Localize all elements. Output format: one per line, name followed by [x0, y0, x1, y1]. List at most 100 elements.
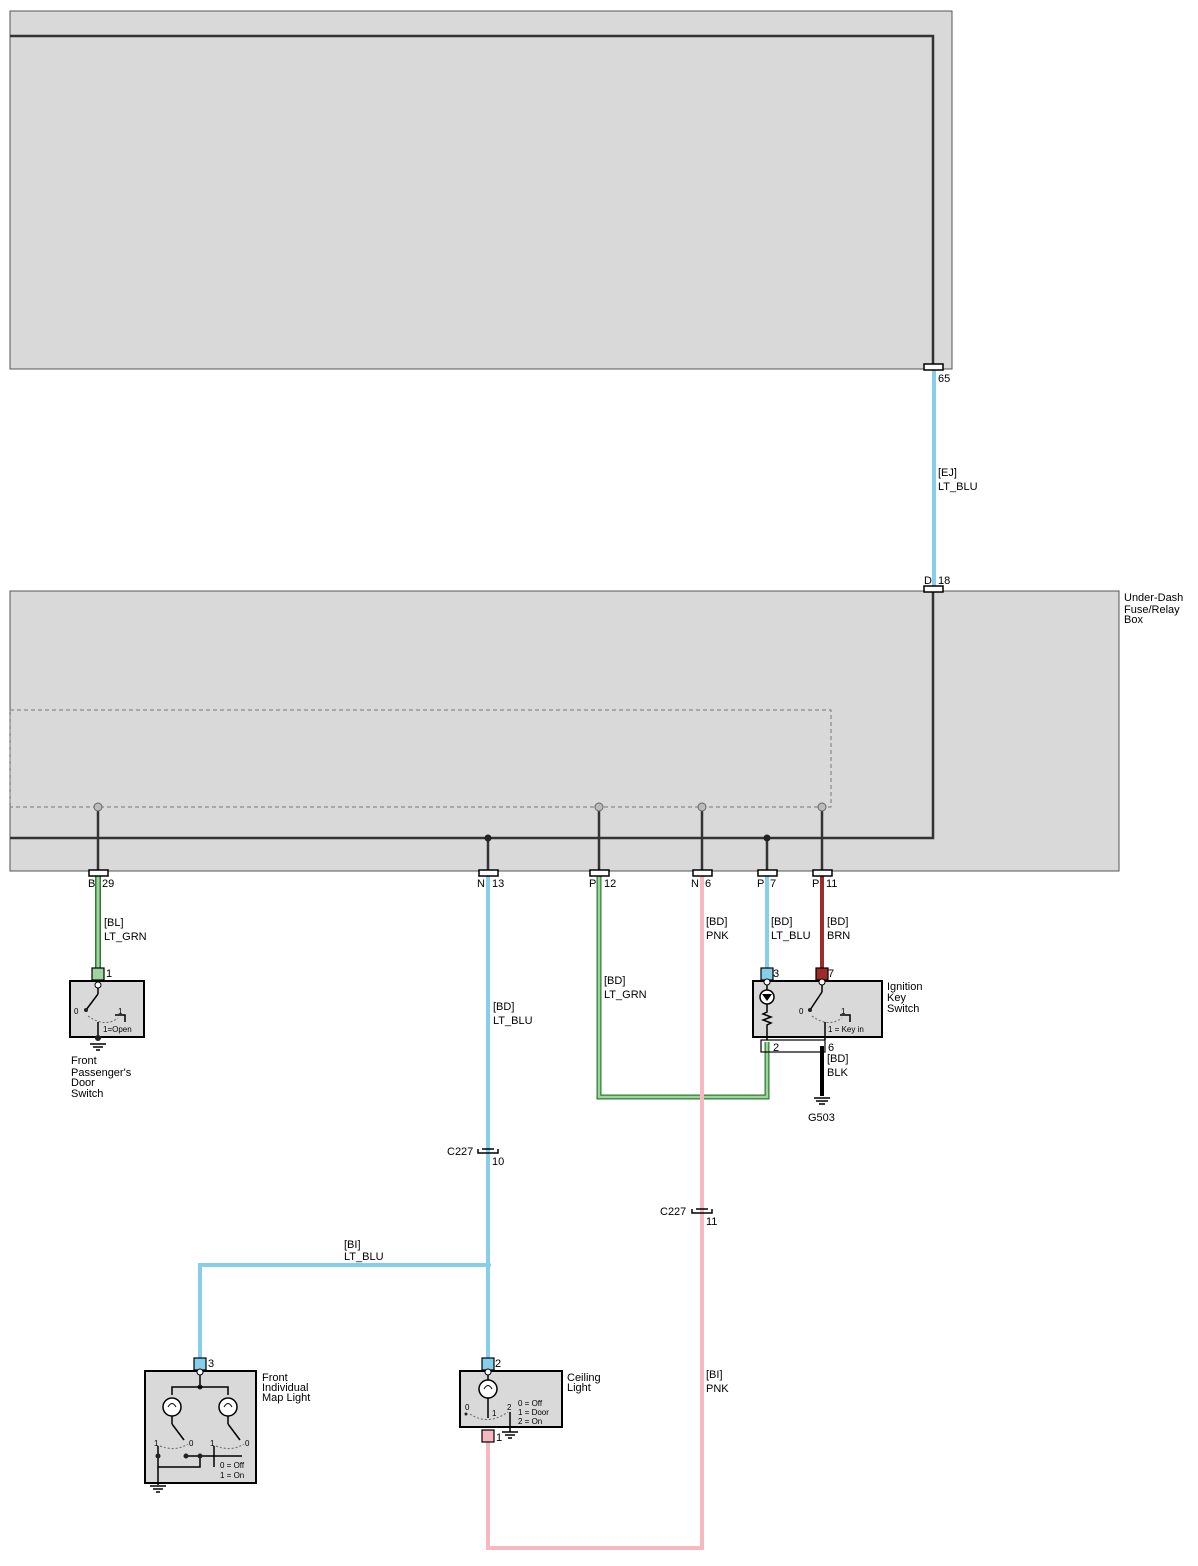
ground-g503-symbol [814, 1097, 830, 1105]
ign-name-l3: Switch [887, 1003, 919, 1015]
fuse-box-inner-section [9, 709, 832, 808]
map-light-name-l1: Front [262, 1372, 288, 1384]
junction-p7 [763, 834, 771, 842]
wire-bd-p7-code: [BD] [771, 916, 792, 928]
wire-bd-n6-code: [BD] [706, 916, 727, 928]
junction-n13 [484, 834, 492, 842]
splice-p11 [817, 802, 827, 812]
connector-p12 [589, 869, 610, 877]
connector-n6 [692, 869, 713, 877]
ceiling-pin1: 1 [496, 1432, 502, 1444]
c227-11-connector [691, 1208, 713, 1214]
ground-g503-label: G503 [808, 1112, 835, 1124]
conn-p11-label: P [812, 878, 819, 890]
ign-name: Ignition Key Switch [887, 981, 926, 1015]
map-light-legend0: 0 = Off [220, 1461, 245, 1470]
wire-bd-p12-code: [BD] [604, 975, 625, 987]
ceiling-legend2: 2 = On [518, 1417, 542, 1426]
c227-10-name: C227 [447, 1146, 473, 1158]
door-switch-pos1: 1 [118, 1007, 123, 1016]
ign-pin3: 3 [773, 968, 779, 980]
ceiling-pos1: 1 [492, 1409, 497, 1418]
pin-7-label: 7 [770, 878, 776, 890]
wire-bi-ltblu-color: LT_BLU [344, 1251, 384, 1263]
connector-n13 [478, 869, 499, 877]
wire-bi-pnk-code: [BI] [706, 1369, 723, 1381]
conn-n13-label: N [477, 878, 485, 890]
door-switch-name-l1: Front [71, 1055, 97, 1067]
conn-p7-label: P [757, 878, 764, 890]
map-light-pos0b: 0 [245, 1439, 250, 1448]
wire-bi-ltblu-code: [BI] [344, 1239, 361, 1251]
door-switch-pin: 1 [106, 968, 112, 980]
fuse-box-name-l1: Under-Dash [1124, 592, 1183, 604]
ceiling-pin2: 2 [495, 1358, 501, 1370]
wire-bd-lt-grn [597, 876, 769, 1099]
ceiling-legend1: 1 = Door [518, 1408, 549, 1417]
ceiling-name-l1: Ceiling [567, 1372, 601, 1384]
pin-18-label: 18 [938, 575, 950, 587]
wire-bd-p11-code: [BD] [827, 916, 848, 928]
fuse-box-name-l2: Fuse/Relay [1124, 604, 1180, 616]
front-individual-map-light [144, 1357, 257, 1493]
conn-p12-label: P [589, 878, 596, 890]
door-switch-name-l4: Switch [71, 1088, 103, 1100]
connector-p11 [812, 869, 833, 877]
map-light-pos1a: 1 [154, 1439, 159, 1448]
ceiling-light [459, 1357, 563, 1443]
map-light-pos1b: 1 [210, 1439, 215, 1448]
splice-b29 [93, 802, 103, 812]
map-light-name-l3: Map Light [262, 1392, 310, 1404]
wire-bi-pnk-color: PNK [706, 1383, 729, 1395]
ign-pin2: 2 [773, 1042, 779, 1054]
splice-bi-lt-blu [485, 1262, 491, 1268]
pin-65-label: 65 [938, 373, 950, 385]
fuse-box-name-l3: Box [1124, 614, 1143, 626]
map-light-name: Front Individual Map Light [262, 1372, 312, 1404]
pin-6-label: 6 [705, 878, 711, 890]
ign-pin6: 6 [828, 1042, 834, 1054]
map-light-pin: 3 [208, 1358, 214, 1370]
map-light-legend1: 1 = On [220, 1471, 244, 1480]
ignition-key-switch [752, 967, 883, 1053]
connector-d18 [923, 585, 944, 593]
map-light-name-l2: Individual [262, 1382, 308, 1394]
connector-b29 [88, 869, 109, 877]
wire-bl-color: LT_GRN [104, 931, 147, 943]
wire-ej-color: LT_BLU [938, 481, 978, 493]
door-switch-pos0: 0 [74, 1007, 79, 1016]
fuse-box-name: Under-Dash Fuse/Relay Box [1124, 592, 1186, 626]
pin-11-label: 11 [826, 878, 837, 890]
wire-bd-p12-color: LT_GRN [604, 989, 647, 1001]
connector-p7 [757, 869, 778, 877]
ign-name-l2: Key [887, 992, 906, 1004]
ceiling-pos2: 2 [507, 1403, 512, 1412]
splice-n6 [697, 802, 707, 812]
ceiling-pos0: 0 [465, 1403, 470, 1412]
c227-11-pin: 11 [706, 1216, 717, 1228]
connector-d-label: D [924, 575, 932, 587]
wire-blk-color: BLK [827, 1067, 848, 1079]
wire-bd-p7-color: LT_BLU [771, 930, 811, 942]
map-light-pos0a: 0 [189, 1439, 194, 1448]
top-module-box [9, 10, 953, 370]
pin-29-label: 29 [102, 878, 114, 890]
wire-pnk [486, 876, 704, 1550]
wire-bl-code: [BL] [104, 917, 124, 929]
wire-bd-n13-code: [BD] [493, 1001, 514, 1013]
ceiling-name-l2: Light [567, 1382, 591, 1394]
pin-12-label: 12 [604, 878, 616, 890]
splice-p12 [594, 802, 604, 812]
ceiling-light-name: Ceiling Light [567, 1372, 604, 1394]
c227-11-name: C227 [660, 1206, 686, 1218]
pin-13-label: 13 [492, 878, 504, 890]
c227-10-pin: 10 [492, 1156, 504, 1168]
conn-n6-label: N [691, 878, 699, 890]
ign-note: 1 = Key in [828, 1025, 864, 1034]
ceiling-legend0: 0 = Off [518, 1399, 543, 1408]
ign-pin7: 7 [828, 968, 834, 980]
fuse-box-internal-bus [10, 592, 935, 840]
top-module-internal-wire [10, 34, 935, 365]
wire-bd-p11-color: BRN [827, 930, 850, 942]
